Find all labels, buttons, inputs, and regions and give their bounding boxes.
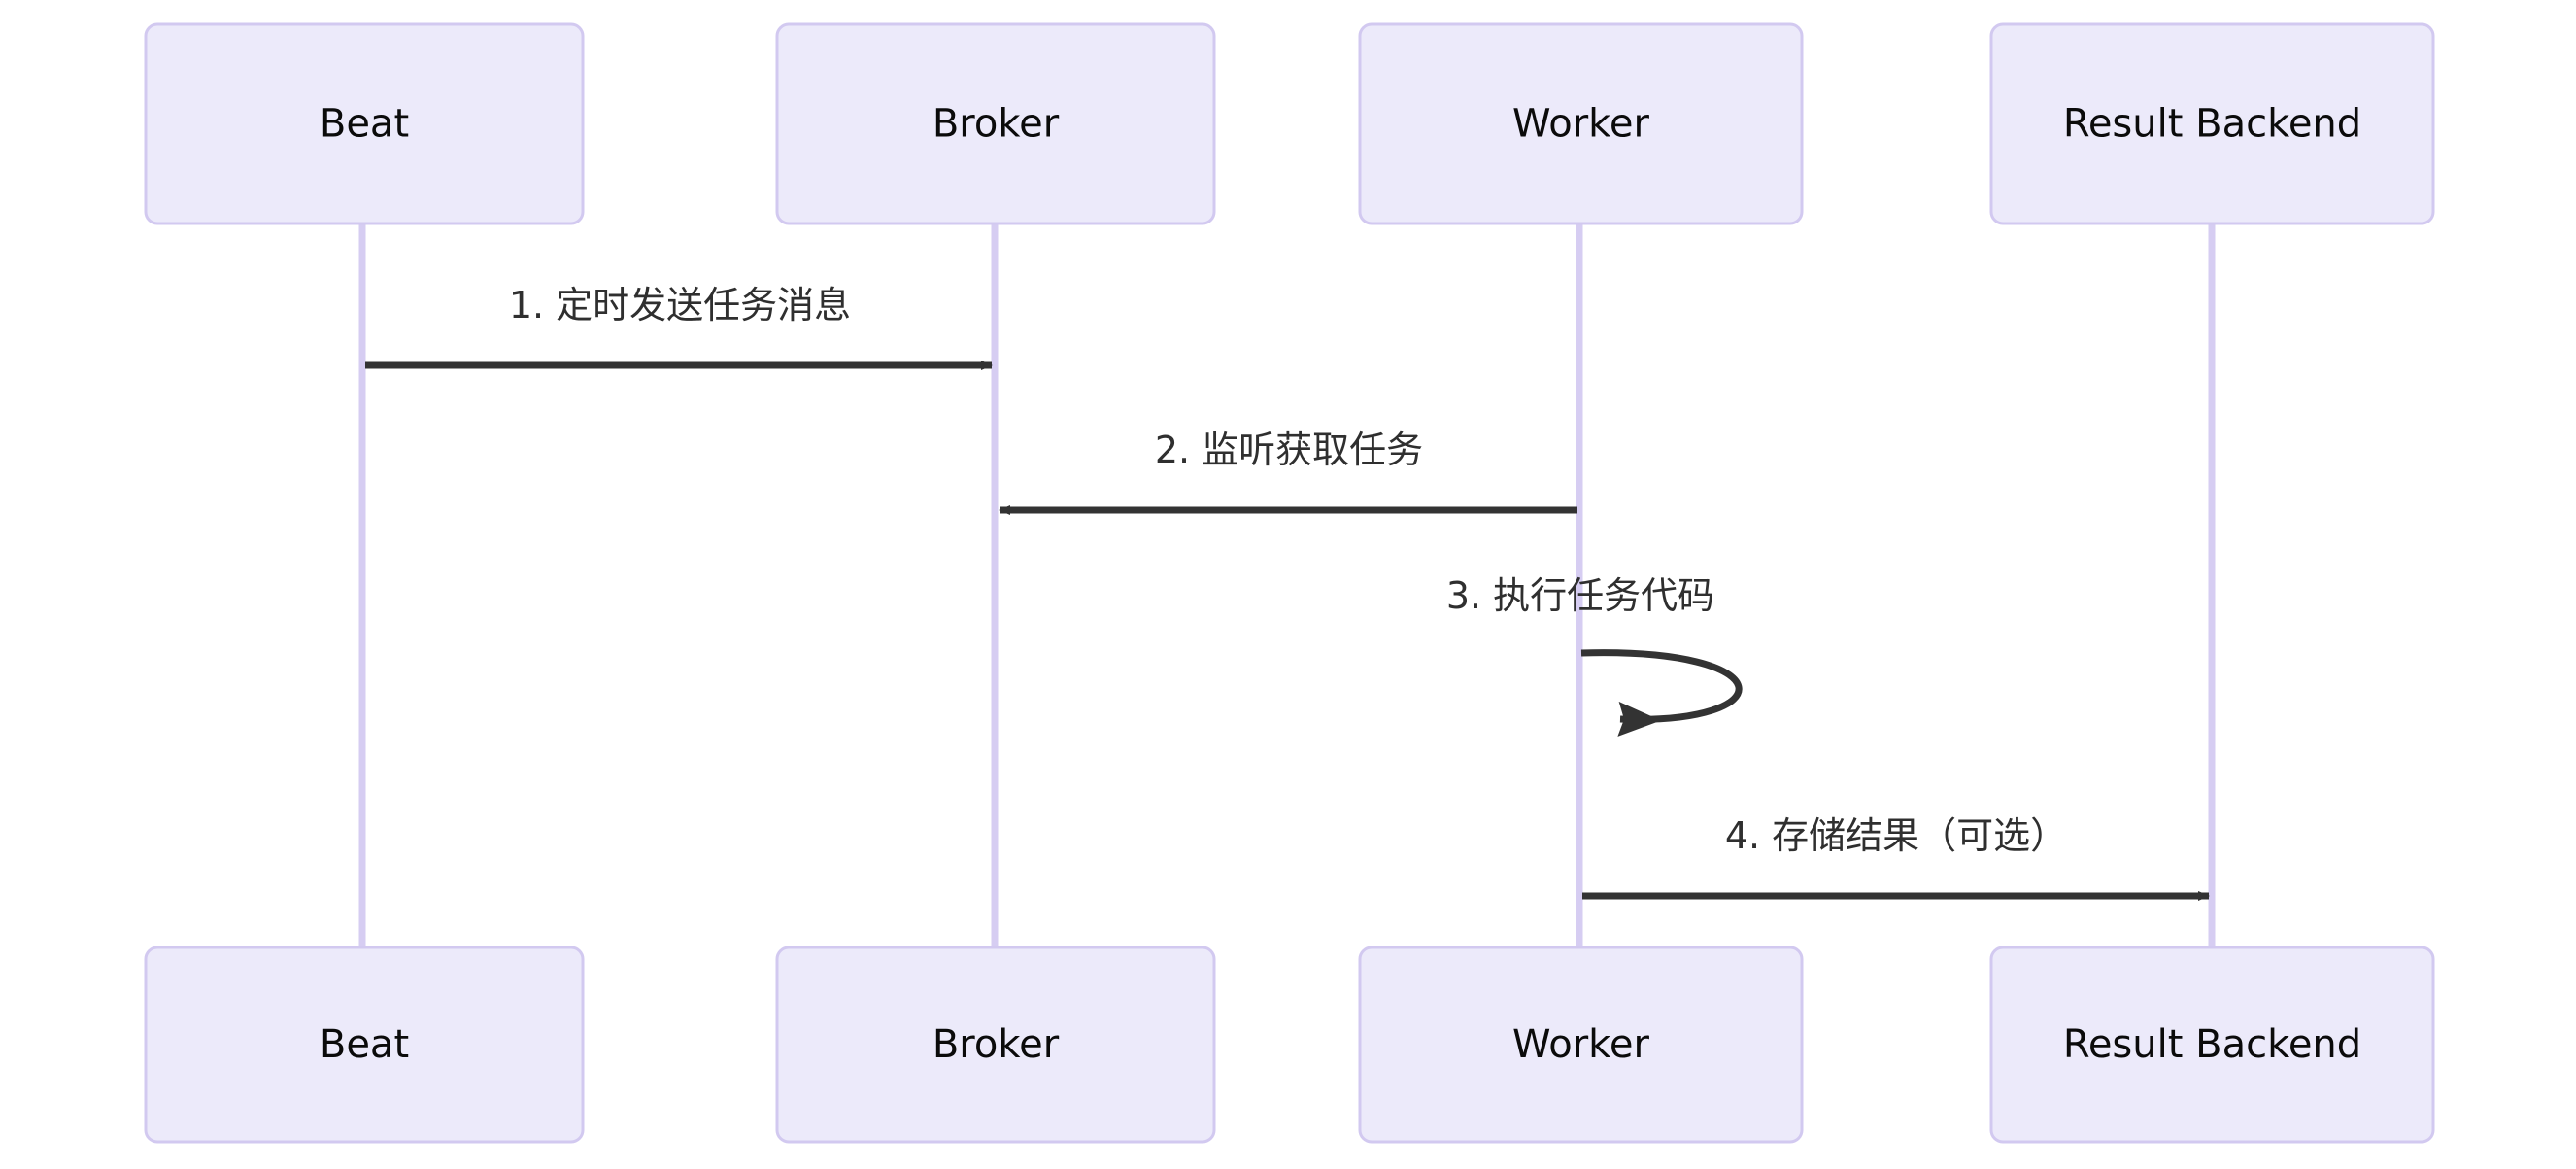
participant-label: Worker	[1512, 102, 1649, 147]
message-2[interactable]: 2. 监听获取任务	[999, 429, 1577, 515]
message-label: 1. 定时发送任务消息	[509, 284, 851, 327]
participant-box	[144, 22, 585, 225]
participant-result-backend-bottom[interactable]: Result Backend	[1989, 946, 2435, 1144]
participant-broker-top[interactable]: Broker	[775, 22, 1216, 225]
message-3[interactable]: 3. 执行任务代码	[1446, 574, 1743, 737]
self-loop-arrow	[1580, 649, 1743, 737]
participant-label: Beat	[320, 102, 409, 147]
participant-label: Broker	[932, 102, 1060, 147]
messages-group: 1. 定时发送任务消息 2. 监听获取任务 3. 执行任务代码 4. 存储结果（可选）	[365, 284, 2210, 901]
participant-beat-top[interactable]: Beat	[144, 22, 585, 225]
lifelines-group	[358, 223, 2216, 947]
participant-boxes-bottom: Beat Broker Worker Result Backend	[144, 946, 2435, 1144]
participant-box	[1989, 946, 2435, 1144]
message-label: 4. 存储结果（可选）	[1725, 814, 2067, 857]
participant-beat-bottom[interactable]: Beat	[144, 946, 585, 1144]
message-1[interactable]: 1. 定时发送任务消息	[365, 284, 993, 370]
participant-box	[1989, 22, 2435, 225]
participant-label: Result Backend	[2063, 102, 2361, 147]
message-4[interactable]: 4. 存储结果（可选）	[1582, 814, 2210, 901]
participant-worker-top[interactable]: Worker	[1358, 22, 1804, 225]
participant-worker-bottom[interactable]: Worker	[1358, 946, 1804, 1144]
participant-box	[144, 946, 585, 1144]
participant-label: Broker	[932, 1022, 1060, 1067]
message-label: 2. 监听获取任务	[1155, 429, 1423, 471]
participant-broker-bottom[interactable]: Broker	[775, 946, 1216, 1144]
participant-label: Worker	[1512, 1022, 1649, 1067]
participant-result-backend-top[interactable]: Result Backend	[1989, 22, 2435, 225]
participant-label: Result Backend	[2063, 1022, 2361, 1067]
message-label: 3. 执行任务代码	[1446, 574, 1714, 617]
participant-box	[775, 22, 1216, 225]
participant-box	[1358, 946, 1804, 1144]
participant-box	[775, 946, 1216, 1144]
participant-label: Beat	[320, 1022, 409, 1067]
participant-box	[1358, 22, 1804, 225]
participant-boxes-top: Beat Broker Worker Result Backend	[144, 22, 2435, 225]
